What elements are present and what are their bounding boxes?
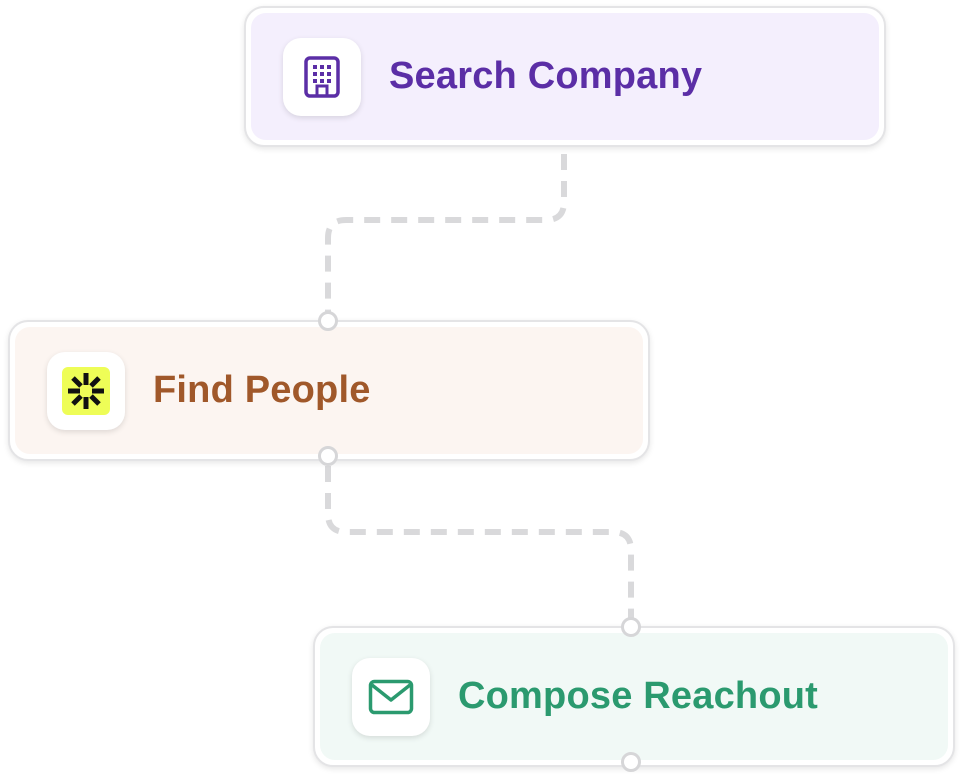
find-people-output-port[interactable]	[318, 446, 338, 466]
compose-reachout-output-port[interactable]	[621, 752, 641, 772]
node-compose-reachout[interactable]: Compose Reachout	[313, 626, 955, 767]
node-label-find-people: Find People	[153, 369, 371, 411]
edge-find-to-compose	[325, 466, 634, 618]
compose-reachout-input-port[interactable]	[621, 617, 641, 637]
find-people-input-port[interactable]	[318, 311, 338, 331]
node-search-company[interactable]: Search Company	[244, 6, 886, 147]
node-compose-reachout-body: Compose Reachout	[320, 633, 948, 760]
building-icon	[304, 55, 340, 98]
building-icon-tile	[283, 37, 361, 116]
envelope-icon-tile	[352, 657, 430, 736]
node-search-company-body: Search Company	[251, 13, 879, 140]
node-find-people-body: Find People	[15, 327, 643, 454]
asterisk-burst-icon	[62, 366, 110, 415]
asterisk-burst-icon-tile	[47, 351, 125, 430]
node-find-people[interactable]: Find People	[8, 320, 650, 461]
node-label-search-company: Search Company	[389, 55, 703, 97]
edge-search-to-find	[325, 154, 567, 312]
envelope-icon	[368, 679, 414, 714]
node-label-compose-reachout: Compose Reachout	[458, 675, 819, 717]
